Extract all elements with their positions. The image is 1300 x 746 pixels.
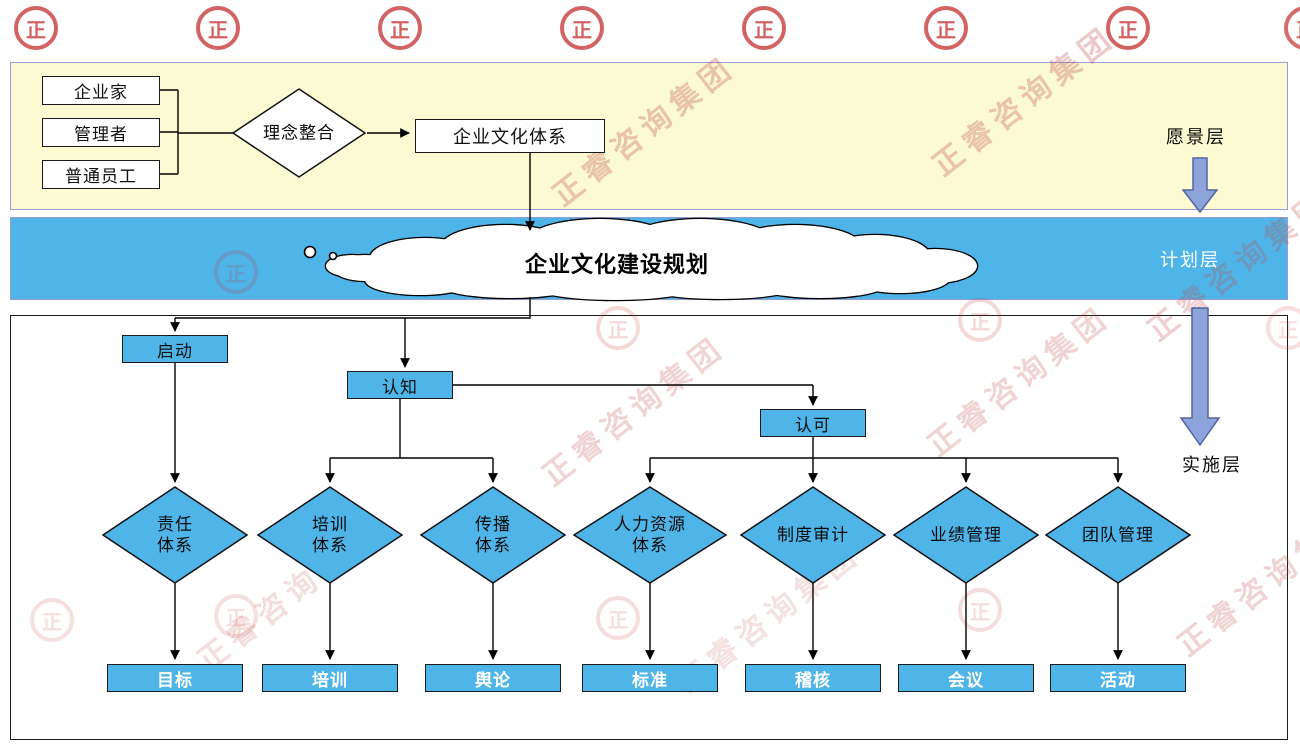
plan-cloud-shape: [303, 217, 979, 302]
vision-layer-band: [10, 62, 1288, 210]
diamond-team: [1044, 486, 1192, 584]
diamond-hr: [572, 486, 728, 584]
integration-diamond: [231, 88, 367, 178]
diamond-performance: [892, 486, 1040, 584]
connector-lines: [160, 89, 1118, 459]
vision-to-plan-arrow: [1181, 157, 1219, 214]
diamond-communication: [419, 486, 567, 584]
plan-to-implement-arrow: [1179, 307, 1221, 447]
diamond-responsibility: [101, 486, 249, 584]
cloud-tail-bubble: [328, 251, 338, 261]
diamond-audit: [739, 486, 887, 584]
connector-arrows: [170, 128, 1123, 660]
cloud-tail-bubble: [303, 245, 317, 259]
diamond-training: [256, 486, 404, 584]
system-diamonds: [101, 486, 1192, 584]
